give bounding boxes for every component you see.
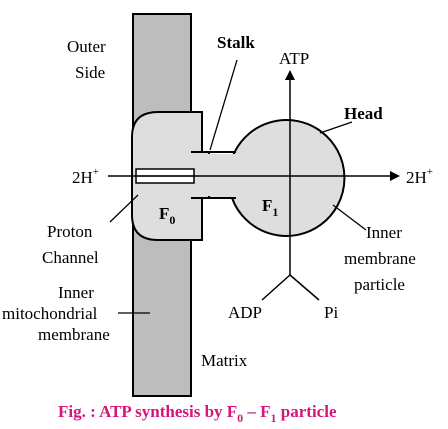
label-inner-mitochondrial-membrane-2: mitochondrial [2, 304, 98, 323]
stalk [200, 154, 236, 196]
label-proton-left: 2H+ [72, 166, 99, 187]
label-inner-mitochondrial-membrane-1: Inner [58, 283, 94, 302]
figure-caption: Fig. : ATP synthesis by F0 – F1 particle [58, 402, 337, 425]
label-inner-mitochondrial-membrane-3: membrane [38, 325, 110, 344]
label-f1-subscript: 1 [272, 205, 278, 219]
label-outer: Outer [67, 37, 106, 56]
label-f0: F0 [159, 204, 175, 227]
label-side: Side [75, 63, 105, 82]
caption-middle: – F [243, 402, 270, 421]
label-pi: Pi [324, 303, 338, 322]
label-head: Head [344, 104, 383, 123]
label-stalk: Stalk [217, 33, 255, 52]
label-proton-left-text: 2H [72, 168, 93, 187]
caption-sub1: 1 [271, 411, 277, 425]
adp-branch [261, 274, 291, 301]
label-adp: ADP [228, 303, 262, 322]
label-inner-membrane-particle-2: membrane [344, 249, 416, 268]
pi-branch [289, 274, 320, 301]
f1-head [135, 119, 346, 237]
label-proton-right-text: 2H [406, 168, 427, 187]
label-atp: ATP [279, 49, 309, 68]
label-proton-channel-1: Proton [47, 222, 93, 241]
caption-sub0: 0 [237, 411, 243, 425]
label-proton-left-charge: + [93, 166, 99, 178]
head-pointer [319, 121, 353, 134]
label-f1: F1 [262, 196, 278, 219]
label-f0-subscript: 0 [169, 213, 175, 227]
inner-membrane-particle-pointer [332, 204, 367, 231]
caption-suffix: particle [277, 402, 337, 421]
proton-channel-pointer [109, 194, 139, 223]
label-proton-right-charge: + [427, 166, 433, 178]
label-matrix: Matrix [201, 351, 248, 370]
label-f0-letter: F [159, 204, 169, 223]
stalk-pointer [209, 59, 238, 151]
label-inner-membrane-particle-1: Inner [366, 223, 402, 242]
label-proton-right: 2H+ [406, 166, 433, 187]
label-proton-channel-2: Channel [42, 248, 99, 267]
label-f1-letter: F [262, 196, 272, 215]
caption-prefix: Fig. : ATP synthesis by F [58, 402, 237, 421]
label-inner-membrane-particle-3: particle [354, 275, 405, 294]
